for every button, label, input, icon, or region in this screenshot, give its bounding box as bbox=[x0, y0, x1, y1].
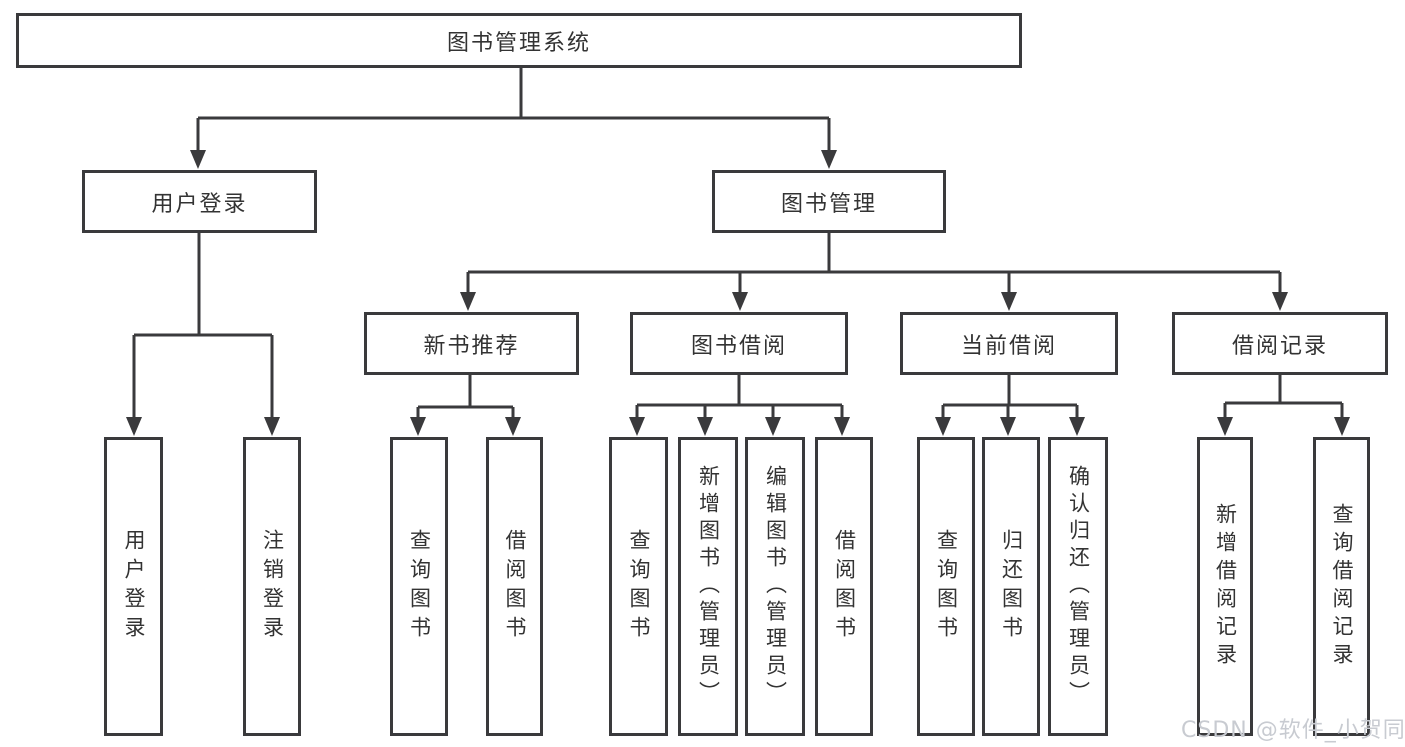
leaf-edit-book-admin-box: 编辑图书（管理员） bbox=[745, 437, 805, 736]
user-login-box: 用户登录 bbox=[82, 170, 317, 233]
leaf-add-borrow-record-box: 新增借阅记录 bbox=[1197, 437, 1253, 736]
connector-book-borrow bbox=[635, 375, 844, 419]
connector-new-book bbox=[416, 375, 515, 419]
leaf-borrow-books-box-1: 借阅图书 bbox=[486, 437, 543, 736]
leaf-query-books-box-2: 查询图书 bbox=[609, 437, 668, 736]
leaf-query-borrow-record-box: 查询借阅记录 bbox=[1313, 437, 1370, 736]
connector-user-login bbox=[132, 233, 274, 419]
leaf-user-login-box: 用户登录 bbox=[104, 437, 163, 736]
book-borrow-box: 图书借阅 bbox=[630, 312, 848, 375]
leaf-logout-box: 注销登录 bbox=[243, 437, 301, 736]
leaf-query-books-box-3: 查询图书 bbox=[917, 437, 975, 736]
arrowheads bbox=[126, 150, 1350, 436]
connector-current-borrow bbox=[941, 375, 1079, 419]
borrow-record-box: 借阅记录 bbox=[1172, 312, 1388, 375]
new-book-recommend-box: 新书推荐 bbox=[364, 312, 579, 375]
leaf-return-book-box: 归还图书 bbox=[982, 437, 1040, 736]
leaf-borrow-books-box-2: 借阅图书 bbox=[815, 437, 873, 736]
csdn-watermark: CSDN @软件_小贺同学 bbox=[1181, 718, 1405, 743]
connector-book-management bbox=[466, 233, 1282, 293]
current-borrow-box: 当前借阅 bbox=[900, 312, 1118, 375]
leaf-add-book-admin-box: 新增图书（管理员） bbox=[678, 437, 738, 736]
leaf-query-books-box-1: 查询图书 bbox=[390, 437, 448, 736]
connector-borrow-record bbox=[1223, 375, 1344, 419]
book-management-box: 图书管理 bbox=[712, 170, 946, 233]
system-root-box: 图书管理系统 bbox=[16, 13, 1022, 68]
leaf-confirm-return-admin-box: 确认归还（管理员） bbox=[1048, 437, 1108, 736]
connector-root bbox=[196, 68, 831, 150]
